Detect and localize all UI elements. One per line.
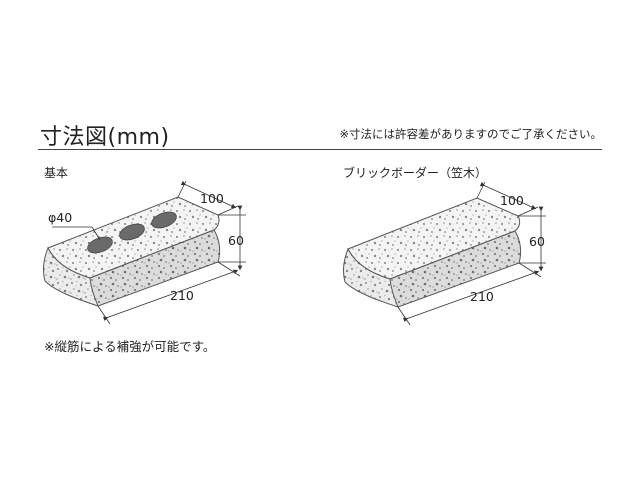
basic-depth-dimension [177,180,239,216]
core-hole [119,223,145,241]
core-hole [151,211,177,229]
border-depth-dimension [476,181,539,217]
basic-height-dimension [218,205,246,271]
border-block-label: ブリックボーダー（笠木） [343,166,488,180]
border-depth-value: 100 [500,193,524,208]
border-block-illustration [343,197,522,308]
hole-diameter-dimension [52,226,101,241]
header-divider [38,149,602,150]
border-height-value: 60 [529,234,545,249]
basic-height-value: 60 [228,233,244,248]
border-block-front-face [343,247,399,308]
basic-length-value: 210 [170,288,194,303]
border-height-dimension [518,206,546,272]
page-title: 寸法図(mm) [40,125,170,150]
basic-length-dimension [97,261,241,325]
reinforcement-note: ※縦筋による補強が可能です。 [44,339,216,354]
basic-block-front-face [43,246,99,307]
core-hole [87,236,113,254]
border-length-value: 210 [470,289,494,304]
basic-block-label: 基本 [44,166,69,180]
hole-diameter-value: φ40 [48,210,72,225]
basic-depth-value: 100 [200,191,224,206]
tolerance-note: ※寸法には許容差がありますのでご了承ください。 [339,127,602,141]
border-length-dimension [397,262,542,326]
